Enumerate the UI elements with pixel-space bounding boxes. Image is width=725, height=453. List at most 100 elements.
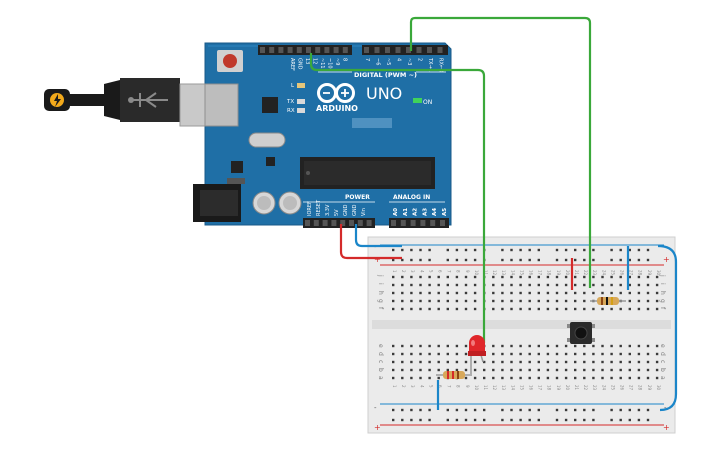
breadboard-hole[interactable] xyxy=(437,344,440,348)
breadboard-hole[interactable] xyxy=(546,299,550,303)
breadboard-hole[interactable] xyxy=(646,291,650,295)
header-pin-hole[interactable] xyxy=(322,220,328,226)
breadboard-hole[interactable] xyxy=(501,291,504,295)
led-red[interactable] xyxy=(468,335,486,374)
breadboard-hole[interactable] xyxy=(637,376,641,380)
breadboard-hole[interactable] xyxy=(528,275,531,279)
breadboard-hole[interactable] xyxy=(419,360,422,364)
header-pin-hole[interactable] xyxy=(342,47,348,53)
breadboard-hole[interactable] xyxy=(419,352,422,356)
breadboard-hole[interactable] xyxy=(519,376,522,380)
breadboard-hole[interactable] xyxy=(473,283,477,287)
breadboard-hole[interactable] xyxy=(446,344,449,348)
breadboard-hole[interactable] xyxy=(646,344,650,348)
rail-hole[interactable] xyxy=(446,408,449,412)
breadboard-hole[interactable] xyxy=(519,360,522,364)
rail-hole[interactable] xyxy=(646,248,650,252)
rail-hole[interactable] xyxy=(583,258,586,262)
breadboard-hole[interactable] xyxy=(537,299,540,303)
breadboard-hole[interactable] xyxy=(510,283,513,287)
breadboard-hole[interactable] xyxy=(546,368,550,372)
breadboard-hole[interactable] xyxy=(401,368,404,372)
breadboard-hole[interactable] xyxy=(555,360,559,364)
breadboard-hole[interactable] xyxy=(546,376,550,380)
breadboard-hole[interactable] xyxy=(401,360,404,364)
breadboard-hole[interactable] xyxy=(537,307,540,311)
breadboard-hole[interactable] xyxy=(446,299,449,303)
rail-hole[interactable] xyxy=(392,418,395,422)
breadboard-hole[interactable] xyxy=(473,291,477,295)
header-pin-hole[interactable] xyxy=(269,47,275,53)
breadboard-hole[interactable] xyxy=(546,291,550,295)
rail-hole[interactable] xyxy=(564,248,568,252)
breadboard-hole[interactable] xyxy=(528,291,531,295)
rail-hole[interactable] xyxy=(619,258,622,262)
breadboard-hole[interactable] xyxy=(510,368,513,372)
breadboard-hole[interactable] xyxy=(546,352,550,356)
rail-hole[interactable] xyxy=(646,408,650,412)
breadboard-hole[interactable] xyxy=(392,291,395,295)
rail-hole[interactable] xyxy=(519,258,522,262)
breadboard-hole[interactable] xyxy=(628,291,631,295)
rail-hole[interactable] xyxy=(610,408,613,412)
breadboard-hole[interactable] xyxy=(464,376,468,380)
breadboard-hole[interactable] xyxy=(619,275,622,279)
rail-hole[interactable] xyxy=(473,418,477,422)
breadboard-hole[interactable] xyxy=(528,360,531,364)
breadboard-hole[interactable] xyxy=(419,307,422,311)
breadboard-hole[interactable] xyxy=(592,291,595,295)
rail-hole[interactable] xyxy=(410,408,413,412)
breadboard-hole[interactable] xyxy=(583,299,586,303)
breadboard-hole[interactable] xyxy=(655,360,659,364)
breadboard-hole[interactable] xyxy=(410,307,413,311)
rail-hole[interactable] xyxy=(610,248,613,252)
breadboard-hole[interactable] xyxy=(519,368,522,372)
breadboard-hole[interactable] xyxy=(610,283,613,287)
rail-hole[interactable] xyxy=(583,418,586,422)
breadboard-hole[interactable] xyxy=(410,352,413,356)
rail-hole[interactable] xyxy=(592,418,595,422)
header-pin-hole[interactable] xyxy=(440,220,445,226)
breadboard-hole[interactable] xyxy=(655,307,659,311)
breadboard-hole[interactable] xyxy=(519,344,522,348)
rail-hole[interactable] xyxy=(392,248,395,252)
breadboard-hole[interactable] xyxy=(537,344,540,348)
breadboard-hole[interactable] xyxy=(492,275,495,279)
rail-hole[interactable] xyxy=(628,258,631,262)
breadboard-hole[interactable] xyxy=(392,352,395,356)
breadboard-hole[interactable] xyxy=(437,299,440,303)
rail-hole[interactable] xyxy=(564,408,568,412)
rail-hole[interactable] xyxy=(510,418,513,422)
breadboard-hole[interactable] xyxy=(492,352,495,356)
breadboard-hole[interactable] xyxy=(619,376,622,380)
breadboard-hole[interactable] xyxy=(428,283,431,287)
header-pin-hole[interactable] xyxy=(420,220,426,226)
breadboard-hole[interactable] xyxy=(555,307,559,311)
breadboard-hole[interactable] xyxy=(392,299,395,303)
breadboard-hole[interactable] xyxy=(637,283,641,287)
breadboard-hole[interactable] xyxy=(555,352,559,356)
rail-hole[interactable] xyxy=(528,248,531,252)
breadboard-hole[interactable] xyxy=(473,368,477,372)
breadboard-hole[interactable] xyxy=(555,376,559,380)
breadboard-hole[interactable] xyxy=(592,344,595,348)
breadboard-hole[interactable] xyxy=(646,368,650,372)
breadboard-hole[interactable] xyxy=(610,352,613,356)
breadboard-hole[interactable] xyxy=(419,291,422,295)
rail-hole[interactable] xyxy=(410,258,413,262)
breadboard-hole[interactable] xyxy=(455,291,459,295)
breadboard-hole[interactable] xyxy=(492,307,495,311)
breadboard-hole[interactable] xyxy=(419,368,422,372)
wires[interactable] xyxy=(309,16,678,412)
breadboard-hole[interactable] xyxy=(537,291,540,295)
rail-hole[interactable] xyxy=(455,248,459,252)
rail-hole[interactable] xyxy=(528,408,531,412)
rail-hole[interactable] xyxy=(555,248,559,252)
breadboard-hole[interactable] xyxy=(537,376,540,380)
power-analog-pin-holes[interactable] xyxy=(305,220,445,226)
breadboard-hole[interactable] xyxy=(510,360,513,364)
breadboard-hole[interactable] xyxy=(455,275,459,279)
rail-hole[interactable] xyxy=(392,258,395,262)
header-pin-hole[interactable] xyxy=(406,47,411,53)
rail-hole[interactable] xyxy=(646,418,650,422)
